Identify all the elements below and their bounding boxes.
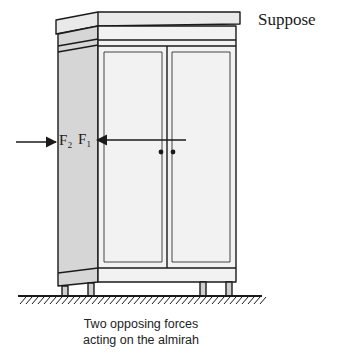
ground-hatch — [260, 297, 266, 304]
ground-hatch — [104, 297, 110, 304]
ground-hatch — [236, 297, 242, 304]
ground-hatch — [44, 297, 50, 304]
ground-hatch — [56, 297, 62, 304]
ground-hatch — [38, 297, 44, 304]
ground-hatch — [68, 297, 74, 304]
force-label: F₂ — [59, 132, 73, 149]
ground-hatch — [92, 297, 98, 304]
ground-hatch — [176, 297, 182, 304]
ground-hatch — [86, 297, 92, 304]
ground-hatch — [134, 297, 140, 304]
ground-hatch — [212, 297, 218, 304]
force-arrow — [16, 141, 56, 143]
ground-hatch — [50, 297, 56, 304]
ground-hatch — [200, 297, 206, 304]
ground-hatch — [206, 297, 212, 304]
ground-hatch — [182, 297, 188, 304]
ground-hatch — [170, 297, 176, 304]
ground-hatch — [20, 297, 26, 304]
ground-hatch — [74, 297, 80, 304]
ground-hatch — [128, 297, 134, 304]
ground-hatch — [116, 297, 122, 304]
ground-hatch — [122, 297, 128, 304]
ground-hatch — [140, 297, 146, 304]
ground-hatch — [26, 297, 32, 304]
ground-hatch — [98, 297, 104, 304]
ground-hatch — [248, 297, 254, 304]
ground-hatch — [110, 297, 116, 304]
ground-hatch — [80, 297, 86, 304]
force-label: F₁ — [78, 131, 92, 148]
ground-hatch — [164, 297, 170, 304]
ground-hatch — [224, 297, 230, 304]
ground-hatch — [146, 297, 152, 304]
figure-caption: Two opposing forces acting on the almira… — [66, 316, 216, 348]
ground-hatch — [218, 297, 224, 304]
stray-text: Suppose — [258, 10, 316, 30]
ground-hatch — [158, 297, 164, 304]
ground-hatch — [254, 297, 260, 304]
force-arrow — [97, 139, 186, 141]
ground-hatch — [242, 297, 248, 304]
ground-hatch — [152, 297, 158, 304]
ground-hatch — [230, 297, 236, 304]
ground-hatch — [194, 297, 200, 304]
ground-hatch — [32, 297, 38, 304]
ground-hatch — [62, 297, 68, 304]
ground-hatch — [188, 297, 194, 304]
